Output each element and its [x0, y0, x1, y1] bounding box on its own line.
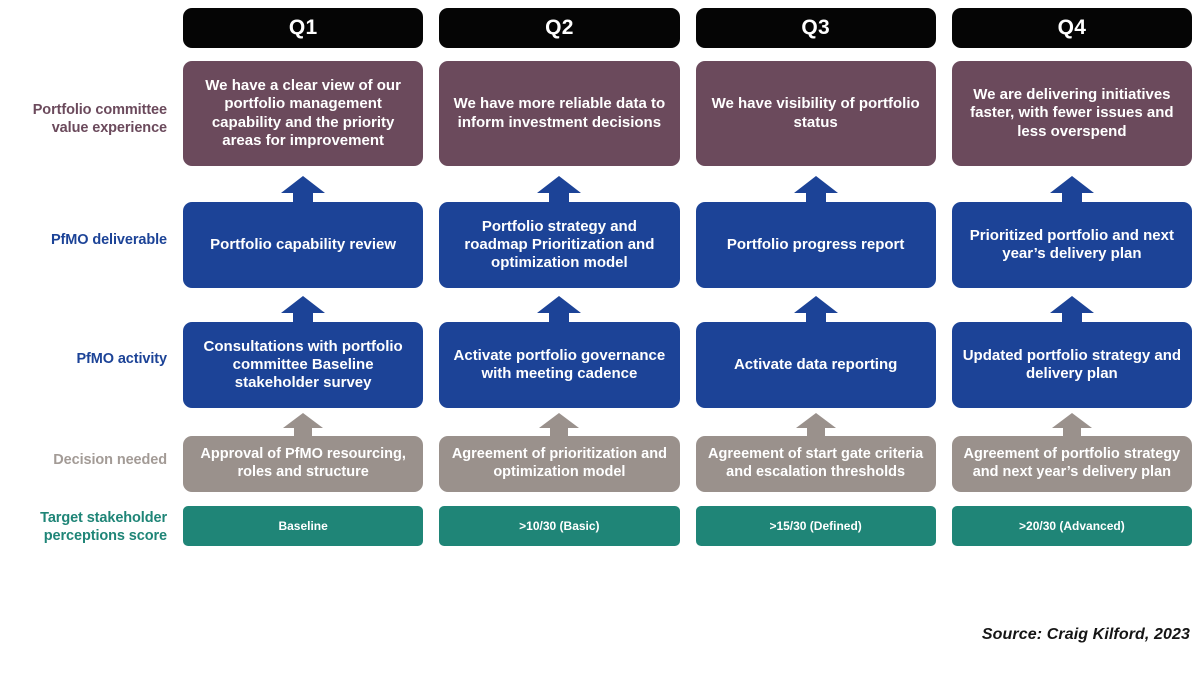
decision-needed-text-q4: Agreement of portfolio strategy and next… — [963, 446, 1181, 480]
up-arrow-icon — [1048, 295, 1096, 325]
decision-needed-text-q2: Agreement of prioritization and optimiza… — [451, 446, 667, 480]
decision-needed-box-q1[interactable]: Approval of PfMO resourcing, roles and s… — [183, 413, 424, 492]
pfmo-deliverable-box-q1[interactable]: Portfolio capability review — [183, 176, 424, 288]
decision-needed-text-q1: Approval of PfMO resourcing, roles and s… — [200, 446, 406, 480]
target-score-box-q3[interactable]: >15/30 (Defined) — [695, 506, 936, 546]
cell-target-score-q4: >20/30 (Advanced) — [944, 502, 1200, 552]
pfmo-activity-text-q2: Activate portfolio governance with meeti… — [453, 346, 666, 382]
pfmo-activity-text-q3: Activate data reporting — [733, 355, 898, 373]
decision-needed-box-q2[interactable]: Agreement of prioritization and optimiza… — [439, 413, 680, 492]
quarter-header-q2[interactable]: Q2 — [439, 8, 680, 48]
pfmo-activity-box-q3[interactable]: Activate data reporting — [695, 296, 936, 408]
target-score-box-q1[interactable]: Baseline — [183, 506, 424, 546]
pfmo-activity-box-q4[interactable]: Updated portfolio strategy and delivery … — [951, 296, 1192, 408]
row-label-target-score: Target stakeholder perceptions score — [0, 502, 175, 552]
quarter-header-cell-2: Q3 — [688, 0, 944, 58]
row-label-target-score-line-2: perceptions score — [43, 528, 167, 544]
header-row-label-spacer — [0, 0, 175, 58]
row-label-pfmo-deliverable: PfMO deliverable — [0, 180, 175, 300]
row-label-decision-needed: Decision needed — [0, 418, 175, 502]
row-label-value-experience-line-1: Portfolio committee — [32, 101, 167, 118]
cell-value-experience-q1: We have a clear view of our portfolio ma… — [175, 58, 431, 180]
value-experience-box-q3[interactable]: We have visibility of portfolio status — [695, 61, 936, 166]
cell-value-experience-q2: We have more reliable data to inform inv… — [431, 58, 687, 180]
up-arrow-icon — [279, 175, 327, 205]
value-experience-box-q2[interactable]: We have more reliable data to inform inv… — [439, 61, 680, 166]
quarter-header-cell-3: Q4 — [944, 0, 1200, 58]
pfmo-deliverable-text-q2: Portfolio strategy and roadmap Prioritiz… — [464, 217, 655, 272]
quarter-header-cell-0: Q1 — [175, 0, 431, 58]
cell-pfmo-deliverable-q1: Portfolio capability review — [175, 176, 431, 300]
roadmap-grid: Q1 Q2 Q3 Q4 Portfolio committee value ex… — [0, 0, 1200, 552]
quarter-header-q4[interactable]: Q4 — [951, 8, 1192, 48]
pfmo-activity-text-q4: Updated portfolio strategy and delivery … — [962, 346, 1182, 382]
cell-pfmo-deliverable-q2: Portfolio strategy and roadmap Prioritiz… — [431, 176, 687, 300]
pfmo-deliverable-box-q2[interactable]: Portfolio strategy and roadmap Prioritiz… — [439, 176, 680, 288]
source-attribution: Source: Craig Kilford, 2023 — [981, 626, 1190, 643]
cell-decision-needed-q1: Approval of PfMO resourcing, roles and s… — [175, 413, 431, 502]
row-label-target-score-line-1: Target stakeholder — [40, 509, 167, 526]
row-label-pfmo-deliverable-line-1: PfMO deliverable — [50, 231, 167, 248]
cell-value-experience-q3: We have visibility of portfolio status — [688, 58, 944, 180]
decision-needed-box-q4[interactable]: Agreement of portfolio strategy and next… — [951, 413, 1192, 492]
row-label-value-experience: Portfolio committee value experience — [0, 58, 175, 180]
cell-target-score-q1: Baseline — [175, 502, 431, 552]
target-score-box-q2[interactable]: >10/30 (Basic) — [439, 506, 680, 546]
cell-pfmo-deliverable-q4: Prioritized portfolio and next year’s de… — [944, 176, 1200, 300]
cell-decision-needed-q3: Agreement of start gate criteria and esc… — [688, 413, 944, 502]
pfmo-deliverable-text-q3: Portfolio progress report — [726, 235, 905, 253]
row-label-pfmo-activity-line-1: PfMO activity — [76, 350, 167, 367]
row-label-pfmo-activity: PfMO activity — [0, 300, 175, 418]
up-arrow-icon — [792, 175, 840, 205]
cell-pfmo-activity-q2: Activate portfolio governance with meeti… — [431, 296, 687, 418]
target-score-box-q4[interactable]: >20/30 (Advanced) — [951, 506, 1192, 546]
value-experience-box-q1[interactable]: We have a clear view of our portfolio ma… — [183, 61, 424, 166]
up-arrow-icon — [279, 295, 327, 325]
pfmo-deliverable-box-q4[interactable]: Prioritized portfolio and next year’s de… — [951, 176, 1192, 288]
decision-needed-text-q3: Agreement of start gate criteria and esc… — [708, 446, 924, 480]
cell-pfmo-deliverable-q3: Portfolio progress report — [688, 176, 944, 300]
row-label-value-experience-line-2: value experience — [51, 120, 167, 136]
cell-pfmo-activity-q3: Activate data reporting — [688, 296, 944, 418]
row-label-decision-needed-line-1: Decision needed — [53, 451, 167, 468]
pfmo-deliverable-text-q1: Portfolio capability review — [210, 235, 397, 253]
pfmo-deliverable-box-q3[interactable]: Portfolio progress report — [695, 176, 936, 288]
cell-decision-needed-q2: Agreement of prioritization and optimiza… — [431, 413, 687, 502]
quarter-header-q3[interactable]: Q3 — [695, 8, 936, 48]
up-arrow-icon — [1048, 175, 1096, 205]
value-experience-box-q4[interactable]: We are delivering initiatives faster, wi… — [951, 61, 1192, 166]
up-arrow-icon — [535, 295, 583, 325]
up-arrow-icon — [535, 175, 583, 205]
quarter-header-cell-1: Q2 — [431, 0, 687, 58]
up-arrow-icon — [792, 295, 840, 325]
cell-pfmo-activity-q1: Consultations with portfolio committee B… — [175, 296, 431, 418]
pfmo-activity-text-q1: Consultations with portfolio committee B… — [203, 337, 403, 392]
quarter-header-q1[interactable]: Q1 — [183, 8, 424, 48]
cell-target-score-q2: >10/30 (Basic) — [431, 502, 687, 552]
cell-pfmo-activity-q4: Updated portfolio strategy and delivery … — [944, 296, 1200, 418]
cell-decision-needed-q4: Agreement of portfolio strategy and next… — [944, 413, 1200, 502]
cell-target-score-q3: >15/30 (Defined) — [688, 502, 944, 552]
pfmo-activity-box-q1[interactable]: Consultations with portfolio committee B… — [183, 296, 424, 408]
decision-needed-box-q3[interactable]: Agreement of start gate criteria and esc… — [695, 413, 936, 492]
cell-value-experience-q4: We are delivering initiatives faster, wi… — [944, 58, 1200, 180]
pfmo-activity-box-q2[interactable]: Activate portfolio governance with meeti… — [439, 296, 680, 408]
pfmo-deliverable-text-q4: Prioritized portfolio and next year’s de… — [969, 226, 1174, 262]
